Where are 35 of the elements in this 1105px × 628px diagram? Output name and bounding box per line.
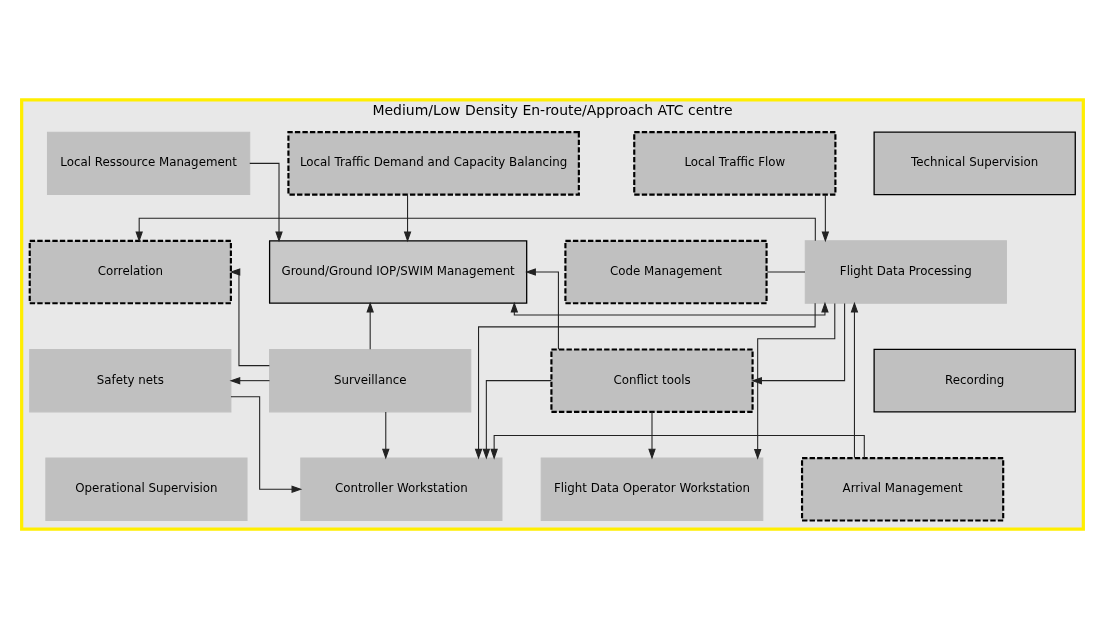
node-box: Local Ressource Management: [46, 131, 251, 195]
node-box: Conflict tools: [550, 347, 754, 413]
arrow: [403, 193, 412, 242]
arrow: [482, 379, 552, 459]
arrow: [135, 217, 816, 242]
node-box: Correlation: [28, 239, 232, 304]
node-box: Ground/Ground IOP/SWIM Management: [268, 239, 528, 304]
node-box: Surveillance: [269, 348, 472, 412]
arrow: [751, 302, 846, 384]
arrow: [366, 301, 374, 350]
arrow: [510, 301, 829, 316]
arrow: [821, 193, 830, 242]
node-box: Local Traffic Flow: [633, 130, 837, 196]
node-box: Arrival Management: [800, 456, 1005, 522]
arrow: [230, 395, 303, 493]
node-box: Local Traffic Demand and Capacity Balancing: [287, 130, 580, 196]
node-box: Flight Data Processing: [804, 239, 1007, 304]
arrow: [474, 302, 816, 460]
connector: [766, 270, 806, 273]
arrow: [525, 267, 559, 350]
arrow: [753, 302, 836, 460]
arrow: [382, 411, 390, 460]
arrow: [229, 376, 271, 384]
node-box: Recording: [873, 348, 1076, 412]
arrow: [850, 301, 859, 458]
node-box: Code Management: [564, 239, 768, 304]
arrow: [249, 162, 283, 242]
arrow: [490, 434, 865, 460]
node-box: Flight Data Operator Workstation: [540, 457, 764, 521]
node-box: Controller Workstation: [300, 457, 503, 521]
arrow: [229, 267, 270, 366]
arrow: [648, 411, 656, 460]
node-box: Operational Supervision: [45, 457, 248, 521]
node-box: Technical Supervision: [873, 131, 1076, 195]
node-box: Safety nets: [29, 348, 232, 412]
